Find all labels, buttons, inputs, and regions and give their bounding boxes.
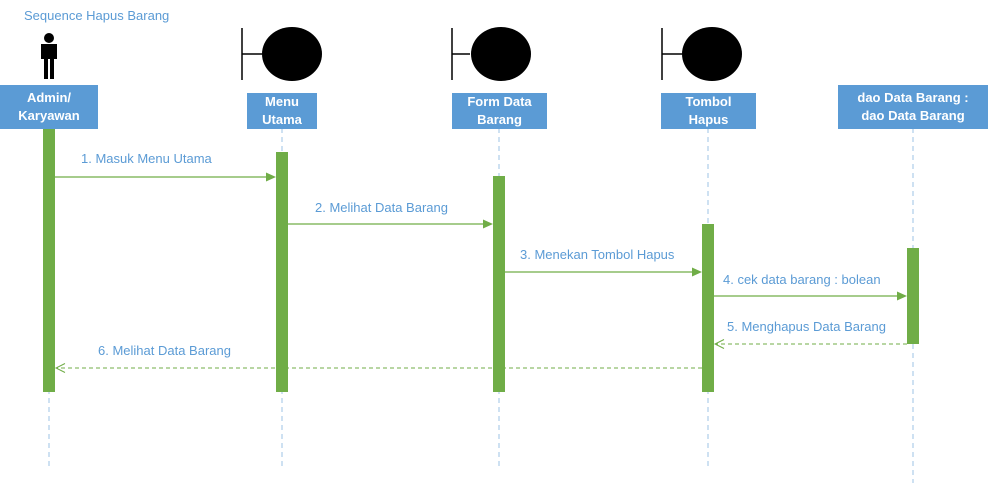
activation-admin <box>43 128 55 392</box>
message-arrow-6 <box>54 363 702 373</box>
message-label-6: 6. Melihat Data Barang <box>98 343 231 358</box>
message-arrow-3 <box>505 267 702 277</box>
participant-tombol: Tombol Hapus <box>661 93 756 129</box>
actor-icon <box>41 33 57 79</box>
activation-dao <box>907 248 919 344</box>
message-label-2: 2. Melihat Data Barang <box>315 200 448 215</box>
participant-form: Form Data Barang <box>452 93 547 129</box>
boundary-icon-tombol <box>661 27 742 81</box>
message-arrow-2 <box>288 219 493 229</box>
message-label-4: 4. cek data barang : bolean <box>723 272 881 287</box>
activation-tombol <box>702 224 714 392</box>
message-arrow-4 <box>714 291 907 301</box>
boundary-icon-form <box>451 27 531 81</box>
message-arrow-5 <box>713 339 907 349</box>
activation-form <box>493 176 505 392</box>
message-label-1: 1. Masuk Menu Utama <box>81 151 212 166</box>
boundary-icon-menu <box>241 27 322 81</box>
participant-admin: Admin/ Karyawan <box>0 85 98 129</box>
diagram-title: Sequence Hapus Barang <box>24 8 170 23</box>
activation-menu <box>276 152 288 392</box>
message-label-5: 5. Menghapus Data Barang <box>727 319 886 334</box>
participant-dao: dao Data Barang : dao Data Barang <box>838 85 988 129</box>
message-label-3: 3. Menekan Tombol Hapus <box>520 247 675 262</box>
participant-menu: Menu Utama <box>247 93 317 129</box>
message-arrow-1 <box>55 172 276 182</box>
